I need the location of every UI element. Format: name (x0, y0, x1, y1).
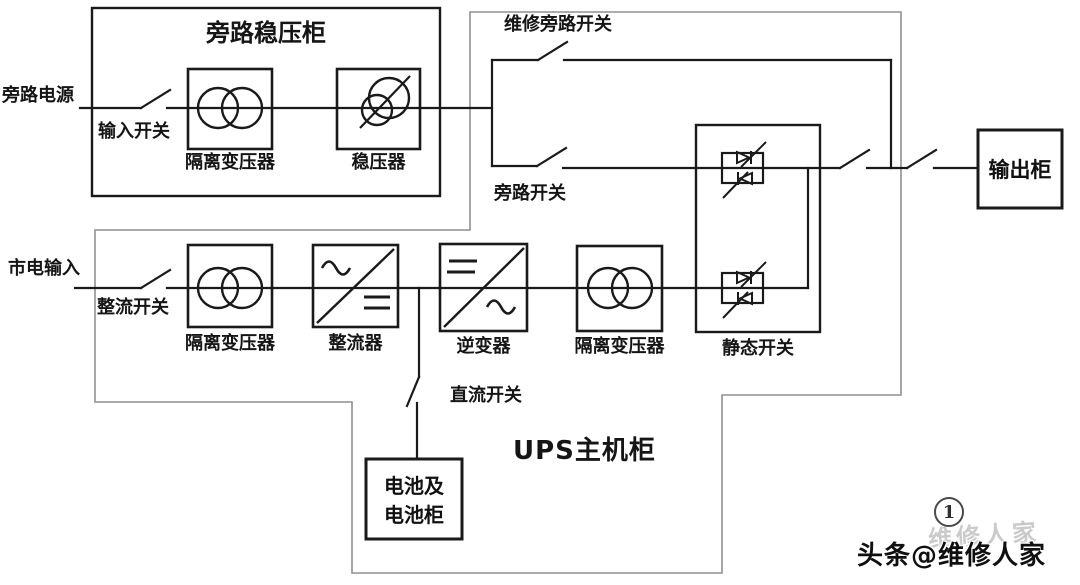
rectifier-switch-label: 整流开关 (97, 297, 169, 318)
boxes (90, 6, 1064, 541)
output-cabinet-text: 输出柜 (988, 158, 1052, 182)
thyristor-module-bottom-box (720, 271, 765, 305)
inverter-label: 逆变器 (456, 336, 511, 357)
battery-box-line1: 电池及 (384, 474, 444, 498)
bypass-source-label: 旁路电源 (2, 85, 74, 106)
symbols (196, 75, 767, 328)
ups-cabinet-outline (94, 11, 902, 574)
output-isolation-transformer-label: 隔离变压器 (574, 336, 665, 357)
output-cabinet-box (976, 128, 1064, 210)
rectifier-label: 整流器 (328, 333, 383, 354)
mains-input-label: 市电输入 (8, 258, 80, 279)
bypass-switch-blade (535, 146, 568, 168)
watermark-credit-text: 头条@维修人家 (857, 541, 1047, 571)
battery-line (405, 286, 421, 461)
inverter-icon (443, 247, 525, 328)
transformer-icon-input (196, 266, 264, 310)
input-isolation-transformer-box (186, 243, 274, 329)
transformer-icon-output (586, 266, 654, 310)
bypass-cabinet-box (90, 6, 442, 198)
bypass-cabinet-title: 旁路稳压柜 (206, 19, 326, 47)
dc-switch-blade (405, 375, 421, 408)
transformer-icon-bypass (196, 86, 264, 130)
figure-number-badge: 1 (934, 497, 964, 527)
input-isolation-transformer-label: 隔离变压器 (185, 333, 275, 354)
stabilizer-box (335, 67, 422, 151)
dc-switch-label: 直流开关 (450, 385, 522, 406)
input-switch-blade (139, 88, 172, 110)
output-cabinet-switch-blade (905, 148, 938, 170)
inverter-box (438, 242, 529, 333)
input-switch-label: 输入开关 (98, 121, 170, 142)
bypass-switch-line (490, 146, 842, 170)
thyristor-icon-bottom (722, 261, 767, 319)
maintenance-switch-blade (536, 40, 569, 62)
thyristor-module-top-box (720, 151, 765, 185)
static-switch-box (694, 123, 822, 334)
rectifier-icon (316, 248, 395, 324)
bypass-isolation-transformer-label: 隔离变压器 (185, 152, 275, 173)
stabilizer-icon (359, 75, 411, 129)
rectifier-box (311, 243, 400, 329)
output-line (838, 148, 980, 170)
battery-box-text: 电池及 电池柜 (366, 459, 462, 539)
bypass-switch-label: 旁路开关 (494, 183, 566, 204)
mains-line (73, 268, 810, 290)
ups-output-switch-blade (838, 148, 871, 170)
bypass-isolation-transformer-box (186, 67, 274, 151)
maintenance-bypass-line (490, 40, 893, 170)
battery-box (364, 457, 464, 541)
thyristor-icon-top (722, 141, 767, 199)
stabilizer-label: 稳压器 (351, 152, 406, 173)
bypass-feed-line (78, 88, 494, 110)
battery-box-line2: 电池柜 (384, 503, 444, 527)
output-isolation-transformer-box (575, 244, 664, 333)
rectifier-switch-blade (139, 268, 172, 290)
maintenance-bypass-switch-label: 维修旁路开关 (504, 14, 612, 35)
ups-cabinet-title: UPS主机柜 (513, 436, 656, 466)
static-switch-label: 静态开关 (722, 338, 794, 359)
